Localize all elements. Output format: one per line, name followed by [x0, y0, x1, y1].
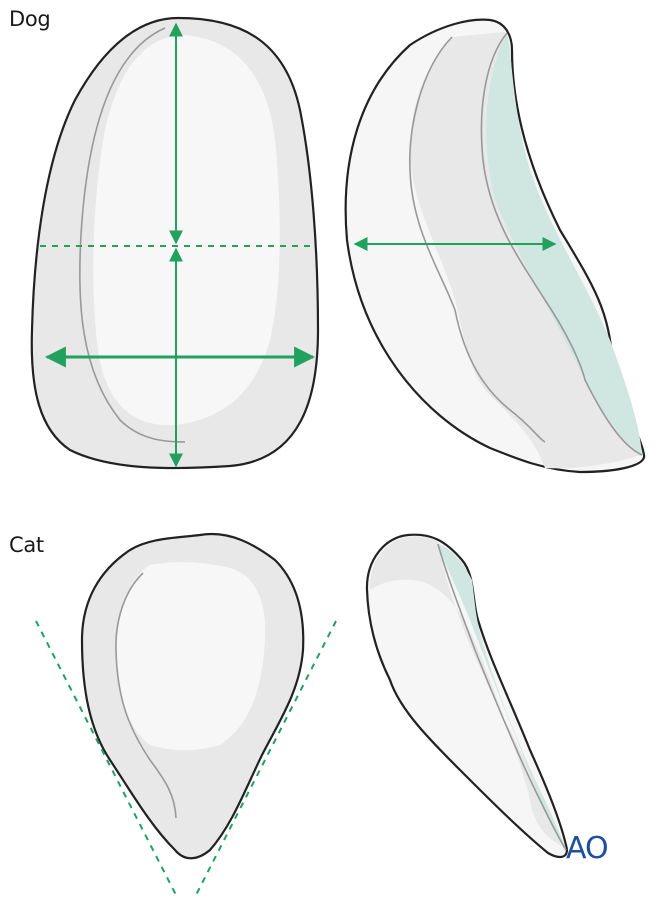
dog-front-highlight [93, 35, 280, 426]
dog-front-view [30, 16, 320, 470]
dog-side-groove-outer [408, 36, 546, 443]
cat-tangent-right [195, 620, 337, 896]
cat-side-groove [437, 543, 567, 851]
dog-side-mint-face [486, 33, 642, 455]
dog-side-view [344, 18, 646, 474]
label-dog: Dog [9, 7, 51, 31]
cat-side-middle-face [369, 536, 566, 848]
label-cat: Cat [9, 533, 44, 557]
cat-front-groove [115, 572, 177, 819]
cat-tangent-left [35, 620, 177, 896]
cat-side-mint-face [438, 544, 566, 850]
cat-front-view [35, 532, 337, 896]
cat-front-highlight [116, 562, 266, 751]
cat-side-view [365, 533, 568, 859]
dog-side-groove-inner [480, 32, 643, 456]
dog-front-groove [79, 27, 186, 443]
ao-logo: AO [566, 831, 609, 866]
